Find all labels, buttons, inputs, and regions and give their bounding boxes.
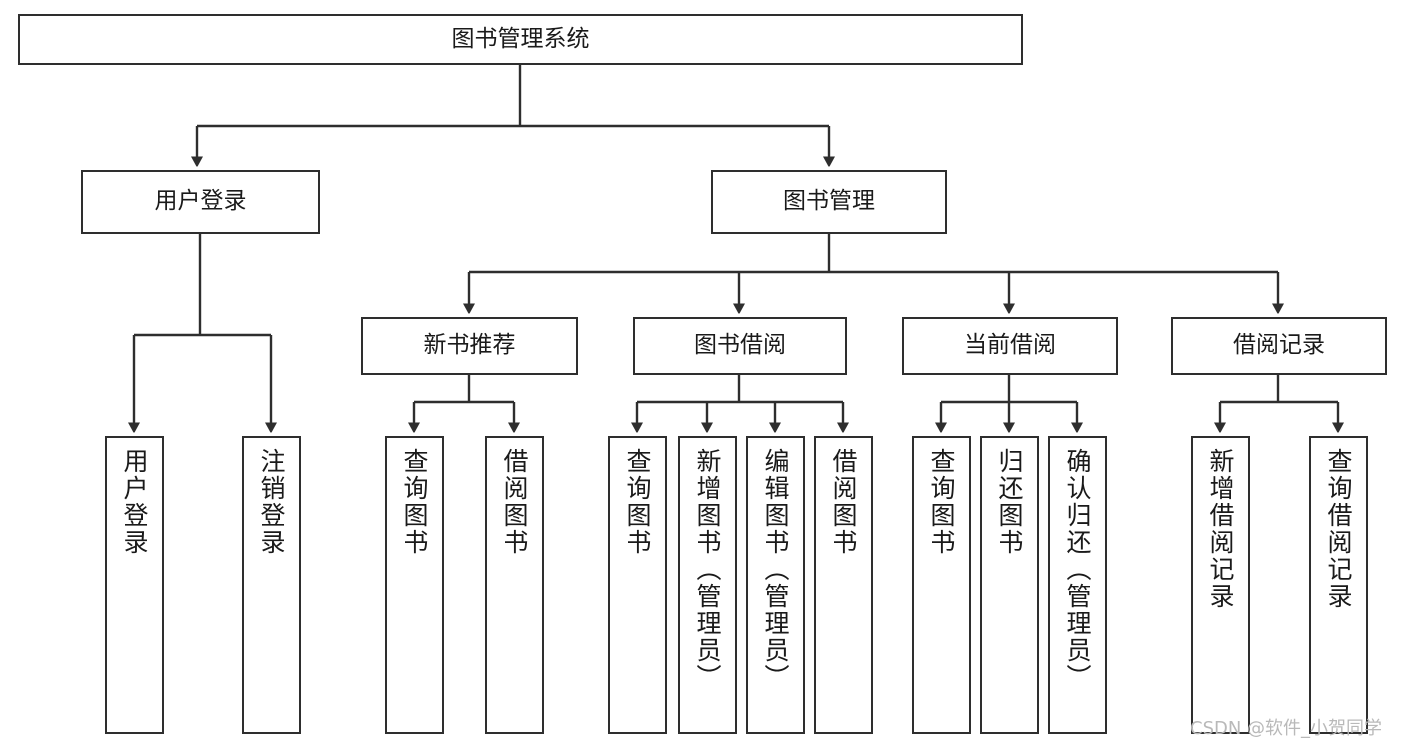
- leaf-user-login-login[interactable]: 用户登录: [105, 436, 164, 734]
- leaf-current-confirm-return-admin[interactable]: 确认归还（管理员）: [1048, 436, 1107, 734]
- node-label: 查询图书: [927, 448, 956, 556]
- node-label: 新增图书（管理员）: [693, 448, 722, 691]
- node-current-borrow[interactable]: 当前借阅: [902, 317, 1118, 375]
- leaf-record-query-record[interactable]: 查询借阅记录: [1309, 436, 1368, 734]
- node-label: 确认归还（管理员）: [1063, 448, 1092, 691]
- node-label: 图书借阅: [694, 332, 786, 359]
- leaf-new-book-borrow[interactable]: 借阅图书: [485, 436, 544, 734]
- node-label: 编辑图书（管理员）: [761, 448, 790, 691]
- node-label: 借阅记录: [1233, 332, 1325, 359]
- node-label: 注销登录: [257, 448, 286, 556]
- leaf-current-return-book[interactable]: 归还图书: [980, 436, 1039, 734]
- node-label: 用户登录: [120, 448, 149, 556]
- leaf-new-book-query[interactable]: 查询图书: [385, 436, 444, 734]
- leaf-borrow-add-book-admin[interactable]: 新增图书（管理员）: [678, 436, 737, 734]
- leaf-current-query-book[interactable]: 查询图书: [912, 436, 971, 734]
- leaf-borrow-query-book[interactable]: 查询图书: [608, 436, 667, 734]
- leaf-user-login-logout[interactable]: 注销登录: [242, 436, 301, 734]
- leaf-borrow-edit-book-admin[interactable]: 编辑图书（管理员）: [746, 436, 805, 734]
- node-label: 用户登录: [154, 188, 247, 215]
- node-label: 借阅图书: [500, 448, 529, 556]
- node-root-library-system[interactable]: 图书管理系统: [18, 14, 1023, 65]
- node-label: 查询借阅记录: [1324, 448, 1353, 610]
- node-label: 查询图书: [400, 448, 429, 556]
- node-label: 新增借阅记录: [1206, 448, 1235, 610]
- node-book-management[interactable]: 图书管理: [711, 170, 947, 234]
- node-label: 借阅图书: [829, 448, 858, 556]
- node-book-borrow[interactable]: 图书借阅: [633, 317, 847, 375]
- node-new-book-recommend[interactable]: 新书推荐: [361, 317, 578, 375]
- node-label: 查询图书: [623, 448, 652, 556]
- node-label: 归还图书: [995, 448, 1024, 556]
- node-user-login[interactable]: 用户登录: [81, 170, 320, 234]
- leaf-borrow-borrow-book[interactable]: 借阅图书: [814, 436, 873, 734]
- node-label: 新书推荐: [423, 332, 516, 359]
- node-label: 当前借阅: [964, 332, 1056, 359]
- node-label: 图书管理: [783, 188, 875, 215]
- leaf-record-add-record[interactable]: 新增借阅记录: [1191, 436, 1250, 734]
- node-label: 图书管理系统: [451, 25, 590, 52]
- node-borrow-record[interactable]: 借阅记录: [1171, 317, 1387, 375]
